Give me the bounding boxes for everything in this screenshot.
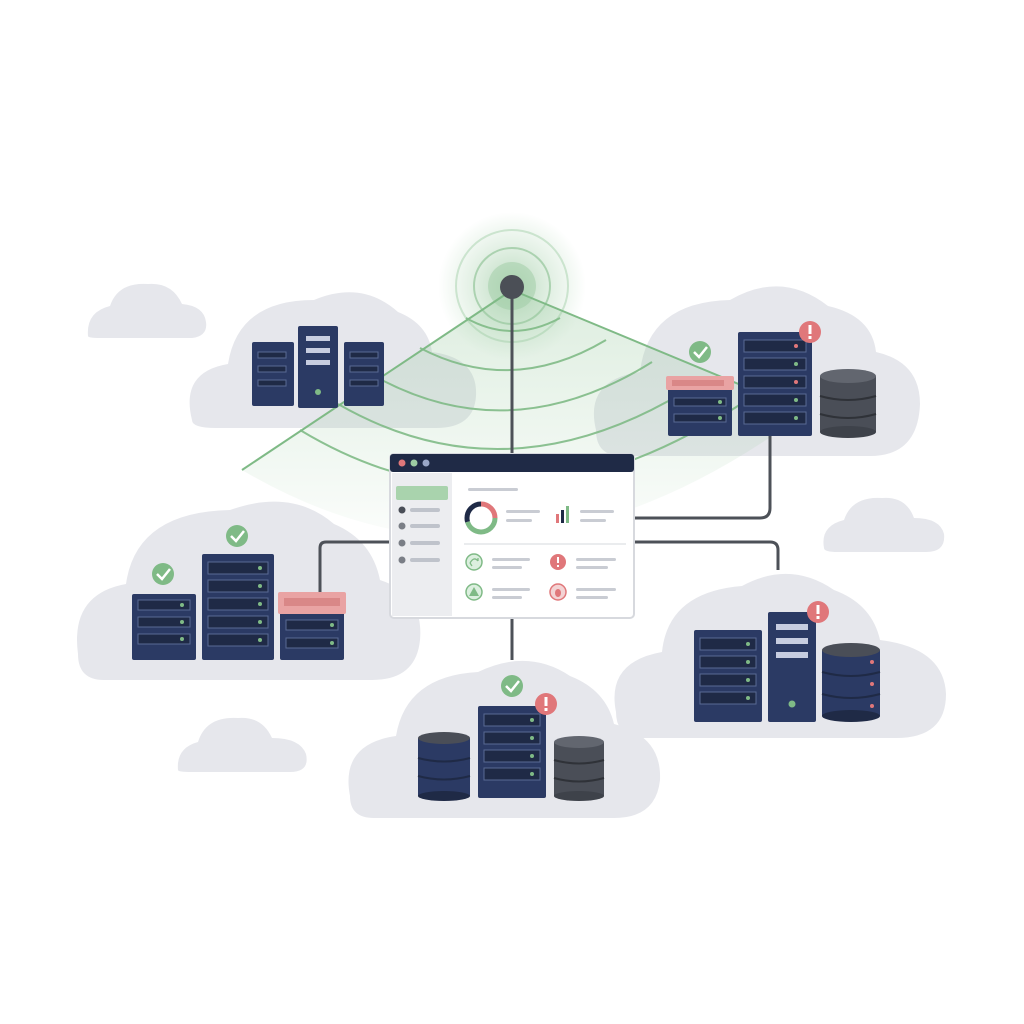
check-icon bbox=[689, 341, 711, 363]
server-rack-icon bbox=[344, 342, 384, 406]
link-dashboard-top-right bbox=[634, 436, 772, 520]
window-dot-red[interactable] bbox=[398, 459, 406, 467]
server-rack-icon bbox=[202, 554, 274, 660]
server-rack-icon bbox=[132, 594, 196, 660]
server-rack-icon bbox=[694, 630, 762, 722]
cluster-bottom[interactable] bbox=[417, 675, 605, 801]
database-icon bbox=[819, 369, 877, 438]
server-rack-icon bbox=[252, 342, 294, 406]
sidebar-item-active[interactable] bbox=[396, 486, 448, 500]
cloud-icon bbox=[823, 497, 945, 552]
sidebar-bullet[interactable] bbox=[398, 539, 406, 547]
alert-badge-icon bbox=[535, 693, 557, 715]
background-clouds bbox=[87, 283, 945, 772]
bug-icon bbox=[549, 583, 567, 601]
donut-chart-icon bbox=[464, 501, 498, 535]
cluster-top-left[interactable] bbox=[252, 326, 384, 408]
server-tower-icon bbox=[298, 326, 338, 408]
alert-icon bbox=[550, 554, 566, 570]
content-header-line bbox=[468, 488, 518, 491]
check-icon bbox=[152, 563, 174, 585]
cluster-middle-left[interactable] bbox=[132, 525, 346, 660]
network-links bbox=[318, 290, 780, 660]
bar-chart-icon bbox=[556, 506, 569, 523]
cluster-top-right[interactable] bbox=[666, 321, 877, 438]
link-dashboard-middle-right bbox=[634, 540, 780, 570]
window-dot-blue[interactable] bbox=[422, 459, 430, 467]
sidebar-bullet[interactable] bbox=[398, 522, 406, 530]
check-icon bbox=[501, 675, 523, 697]
server-rack-icon bbox=[738, 332, 812, 436]
check-icon bbox=[226, 525, 248, 547]
window-title-bar bbox=[390, 454, 634, 472]
signal-cone bbox=[242, 290, 806, 538]
warning-icon bbox=[465, 583, 483, 601]
server-rack-alert-icon bbox=[278, 592, 346, 660]
recycle-icon bbox=[465, 553, 483, 571]
alert-badge-icon bbox=[799, 321, 821, 343]
cluster-middle-right[interactable] bbox=[694, 601, 881, 722]
server-rack-alert-icon bbox=[666, 376, 734, 436]
server-tower-icon bbox=[768, 612, 816, 722]
server-rack-icon bbox=[478, 706, 546, 798]
link-dashboard-middle-left bbox=[318, 540, 392, 592]
cloud-icon bbox=[87, 283, 207, 338]
alert-badge-icon bbox=[807, 601, 829, 623]
sidebar-bullet[interactable] bbox=[398, 506, 406, 514]
dashboard-window[interactable] bbox=[389, 453, 635, 619]
window-dot-green[interactable] bbox=[410, 459, 418, 467]
database-icon bbox=[417, 732, 471, 801]
database-icon bbox=[553, 736, 605, 801]
hub-node[interactable] bbox=[500, 275, 524, 299]
sidebar-bullet[interactable] bbox=[398, 556, 406, 564]
sidebar-items bbox=[398, 506, 440, 564]
cloud-icon bbox=[177, 717, 307, 772]
database-icon bbox=[821, 643, 881, 722]
